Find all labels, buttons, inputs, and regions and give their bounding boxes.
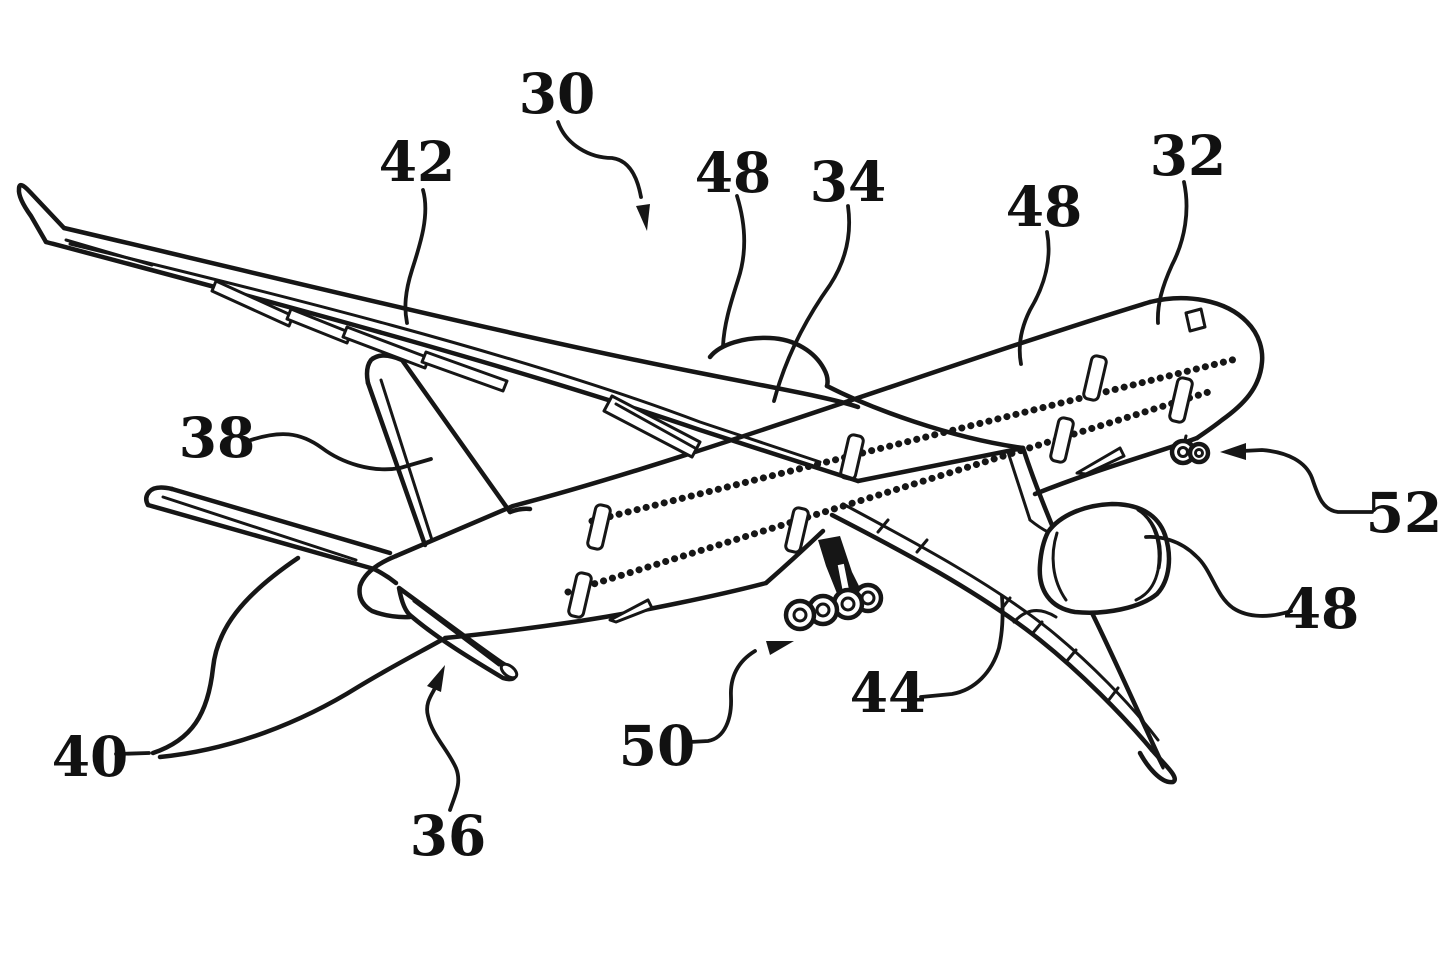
- arrowhead-50: [766, 641, 794, 655]
- engine-nacelle: [1012, 501, 1172, 624]
- leader-48a: [721, 194, 747, 348]
- arrowhead-30: [636, 204, 650, 231]
- arrowhead-52: [1220, 443, 1246, 460]
- leader-32: [1156, 180, 1189, 325]
- ref-label-34: 34: [810, 149, 887, 214]
- leader-38: [246, 432, 433, 472]
- right-horizontal-stabilizer: [396, 585, 519, 682]
- left-wing: [16, 182, 861, 484]
- cabin-doors: [567, 354, 1194, 619]
- ref-label-36: 36: [410, 803, 487, 868]
- leader-42: [403, 188, 428, 325]
- leader-50: [688, 649, 757, 744]
- ref-label-50: 50: [619, 713, 696, 778]
- ref-label-42: 42: [379, 129, 456, 194]
- ref-label-52: 52: [1366, 480, 1440, 545]
- nose-landing-gear: [1169, 434, 1211, 466]
- ref-label-48b: 48: [1006, 174, 1083, 239]
- reference-numerals: 30 42 48 34 48 32 38 40 36 50 44 48 52: [52, 61, 1440, 868]
- leader-30: [556, 120, 643, 199]
- ref-label-40: 40: [52, 724, 129, 789]
- leader-lines: [114, 120, 1374, 812]
- ref-label-32: 32: [1150, 123, 1227, 188]
- ref-label-30: 30: [519, 61, 596, 126]
- leader-40: [114, 751, 151, 756]
- leader-48b: [1017, 230, 1051, 366]
- lower-window-row: [564, 386, 1219, 596]
- ref-label-48a: 48: [695, 140, 772, 205]
- leader-36: [425, 688, 461, 812]
- airplane-drawing: [16, 182, 1265, 785]
- wing-body-fairing: [707, 335, 1026, 451]
- main-landing-gear: [783, 536, 884, 632]
- ref-label-44: 44: [850, 660, 927, 725]
- left-horizontal-stabilizer: [144, 485, 399, 586]
- aft-body-sweep-lines: [150, 555, 448, 760]
- leader-44: [919, 594, 1005, 699]
- arrowhead-36: [427, 665, 445, 692]
- ref-label-38: 38: [179, 405, 256, 470]
- leader-34: [772, 204, 852, 403]
- ref-label-48c: 48: [1283, 576, 1360, 641]
- leader-52: [1240, 448, 1374, 514]
- leader-48c: [1144, 534, 1293, 618]
- upper-window-row: [588, 354, 1244, 525]
